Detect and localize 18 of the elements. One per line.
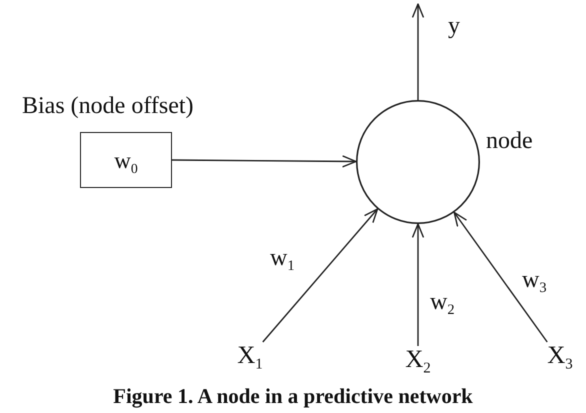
input-label: X$_{3}$ bbox=[547, 342, 573, 370]
arrow bbox=[412, 223, 424, 346]
arrow bbox=[454, 212, 548, 342]
arrow bbox=[412, 3, 424, 100]
input-label: X$_{2}$ bbox=[405, 346, 431, 374]
output-label: y bbox=[448, 14, 460, 40]
weight-label: w$_{1}$ bbox=[270, 246, 295, 272]
node-caption: Bias (node offset) bbox=[22, 93, 194, 121]
node-caption: node bbox=[486, 128, 533, 156]
weight-label: w$_{2}$ bbox=[430, 290, 455, 316]
neuron-circle bbox=[356, 100, 480, 224]
weight-symbol: w$_{0}$ bbox=[114, 148, 138, 172]
weight-box bbox=[80, 132, 172, 188]
figure-caption: Figure 1. A node in a predictive network bbox=[112, 384, 474, 408]
arrow bbox=[172, 155, 357, 168]
weight-label: w$_{3}$ bbox=[522, 268, 547, 294]
arrow bbox=[262, 208, 378, 342]
input-label: X$_{1}$ bbox=[237, 342, 263, 370]
